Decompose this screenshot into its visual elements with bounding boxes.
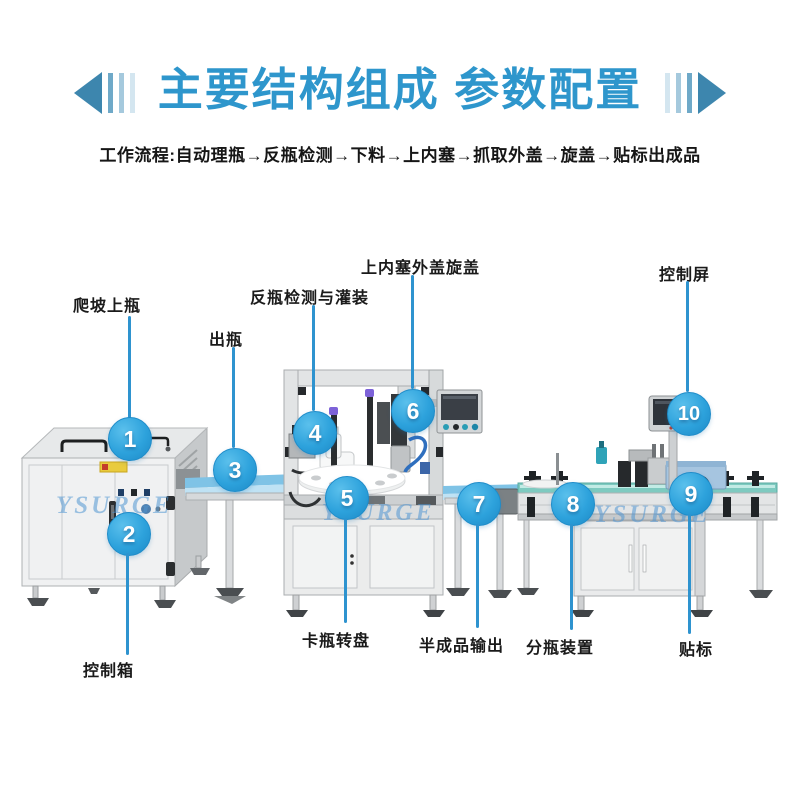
page-title: 主要结构组成 参数配置 <box>157 64 643 115</box>
title-right-arrow-decoration <box>665 72 726 114</box>
callout-marker-9: 9 <box>669 472 713 516</box>
callout-marker-1: 1 <box>108 417 152 461</box>
callout-label-1: 爬坡上瓶 <box>73 298 142 315</box>
leader-line-10 <box>686 281 689 392</box>
callout-label-10: 控制屏 <box>659 267 711 284</box>
leader-line-9 <box>688 514 691 634</box>
callout-marker-3: 3 <box>213 448 257 492</box>
labeling-machine <box>482 395 778 617</box>
leader-line-1 <box>128 316 131 418</box>
leader-line-4 <box>312 305 315 411</box>
machine-control-panel-screen <box>430 389 483 434</box>
callout-marker-8: 8 <box>551 482 595 526</box>
callout-marker-10: 10 <box>667 392 711 436</box>
callout-marker-7: 7 <box>457 482 501 526</box>
callout-label-2: 控制箱 <box>83 663 135 680</box>
callout-label-8: 分瓶装置 <box>526 640 595 657</box>
leader-line-8 <box>570 524 573 630</box>
title-left-arrow-decoration <box>74 72 135 114</box>
callout-marker-2: 2 <box>107 512 151 556</box>
callout-marker-4: 4 <box>293 411 337 455</box>
leader-line-2 <box>126 553 129 655</box>
bottle-unscrambler-machine <box>20 426 210 608</box>
filling-capping-machine <box>283 369 483 617</box>
callout-label-5: 卡瓶转盘 <box>302 633 371 650</box>
callout-label-6: 上内塞外盖旋盖 <box>361 260 481 277</box>
workflow-text: 工作流程:自动理瓶→反瓶检测→下料→上内塞→抓取外盖→旋盖→贴标出成品 <box>99 146 701 165</box>
callout-marker-5: 5 <box>325 476 369 520</box>
leader-line-6 <box>411 275 414 389</box>
right-triangle-icon <box>698 72 726 114</box>
callout-label-4: 反瓶检测与灌装 <box>250 290 370 307</box>
callout-label-7: 半成品输出 <box>419 638 505 655</box>
left-triangle-icon <box>74 72 102 114</box>
leader-line-5 <box>344 518 347 623</box>
leader-line-3 <box>232 347 235 448</box>
callout-label-3: 出瓶 <box>209 332 244 349</box>
callout-label-9: 贴标 <box>679 642 714 659</box>
leader-line-7 <box>476 524 479 628</box>
callout-marker-6: 6 <box>391 389 435 433</box>
